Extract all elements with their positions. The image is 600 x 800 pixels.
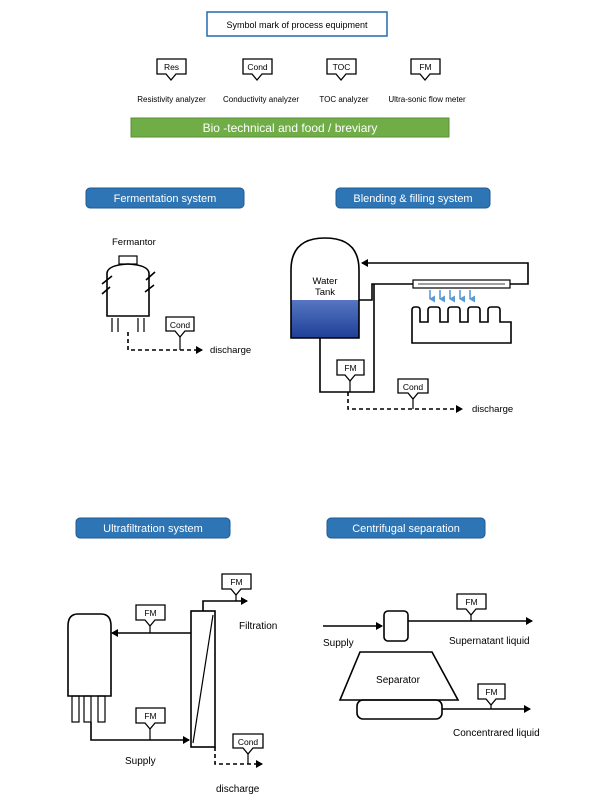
spray-arrows: [429, 290, 475, 303]
filtration-line: [202, 597, 248, 611]
legend-res-label: Resistivity analyzer: [137, 95, 206, 104]
uf-supply-label: Supply: [125, 756, 156, 767]
legend-cond-label: Conductivity analyzer: [223, 95, 299, 104]
section-header-centrifugal: Centrifugal separation: [326, 517, 486, 539]
centrifugal-fm-meter-top: FM: [456, 593, 487, 621]
water-tank-label-1: Water: [313, 276, 338, 287]
svg-text:FM: FM: [485, 687, 497, 697]
ultrafiltration-diagram: FM Filtration FM FM Supply Cond discharg…: [67, 573, 277, 795]
uf-membrane-module: [190, 610, 216, 748]
svg-text:FM: FM: [144, 711, 156, 721]
header-box: Symbol mark of process equipment: [206, 11, 388, 37]
bottom-loop: [319, 284, 375, 393]
svg-text:Cond: Cond: [170, 320, 191, 330]
uf-tank: [67, 613, 112, 723]
blending-diagram: Water Tank FM Cond: [290, 237, 529, 415]
svg-text:Res: Res: [164, 62, 179, 72]
fermentation-diagram: Fermantor Cond discharge: [101, 237, 251, 356]
svg-text:FM: FM: [144, 608, 156, 618]
section-header-ultrafiltration: Ultrafiltration system: [75, 517, 231, 539]
section-header-fermentation: Fermentation system: [85, 187, 245, 209]
svg-text:FM: FM: [419, 62, 431, 72]
uf-fm-meter-bottom: FM: [135, 707, 166, 740]
svg-text:Ultrafiltration system: Ultrafiltration system: [103, 523, 203, 535]
separator-label: Separator: [376, 675, 421, 686]
supernatant-label: Supernatant liquid: [449, 636, 530, 647]
centrifugal-diagram: Supply Separator FM Supernatant liquid F…: [323, 593, 540, 739]
legend-cond-symbol: Cond Conductivity analyzer: [223, 58, 299, 104]
fermentor-label: Fermantor: [112, 237, 156, 248]
separator: Separator: [338, 610, 460, 720]
legend: Res Resistivity analyzer Cond Conductivi…: [137, 58, 466, 104]
blending-discharge-line: [347, 392, 463, 413]
legend-fm-symbol: FM Ultra-sonic flow meter: [388, 58, 466, 104]
svg-text:Cond: Cond: [247, 62, 268, 72]
category-banner: Bio -technical and food / breviary: [130, 117, 450, 138]
category-banner-label: Bio -technical and food / breviary: [203, 121, 378, 135]
uf-discharge-line: [214, 747, 263, 768]
uf-cond-meter: Cond: [232, 733, 264, 764]
filling-station: [411, 306, 512, 344]
svg-text:Cond: Cond: [403, 382, 424, 392]
fermentation-cond-meter: Cond: [165, 316, 195, 339]
blending-discharge-label: discharge: [472, 404, 513, 415]
header-title: Symbol mark of process equipment: [226, 20, 368, 30]
legend-res-symbol: Res Resistivity analyzer: [137, 58, 206, 104]
legend-toc-symbol: TOC TOC analyzer: [319, 58, 369, 104]
centrifugal-supply-label: Supply: [323, 638, 354, 649]
svg-text:FM: FM: [465, 597, 477, 607]
blending-fm-meter: FM: [336, 359, 365, 392]
svg-text:Cond: Cond: [238, 737, 259, 747]
legend-toc-label: TOC analyzer: [319, 95, 369, 104]
section-header-blending: Blending & filling system: [335, 187, 491, 209]
fermentor-discharge-line: [127, 332, 203, 354]
fermentor-vessel: [101, 255, 156, 332]
blending-cond-meter: Cond: [397, 378, 429, 409]
concentrated-label: Concentrared liquid: [453, 728, 540, 739]
fermentation-discharge-label: discharge: [210, 345, 251, 356]
svg-text:Fermentation system: Fermentation system: [114, 193, 217, 205]
svg-text:FM: FM: [344, 363, 356, 373]
svg-text:FM: FM: [230, 577, 242, 587]
legend-fm-label: Ultra-sonic flow meter: [388, 95, 466, 104]
water-tank-label-2: Tank: [315, 287, 335, 298]
svg-text:Centrifugal separation: Centrifugal separation: [352, 523, 460, 535]
uf-fm-meter-mid: FM: [135, 604, 166, 633]
return-line: [361, 259, 529, 285]
svg-text:TOC: TOC: [333, 62, 351, 72]
svg-text:Blending & filling system: Blending & filling system: [353, 193, 472, 205]
water-tank: Water Tank: [290, 237, 360, 339]
centrifugal-fm-meter-bottom: FM: [477, 683, 506, 709]
uf-discharge-label: discharge: [216, 784, 260, 795]
uf-supply-line: [90, 722, 190, 744]
uf-fm-meter-top: FM: [221, 573, 252, 601]
feed-line: [359, 283, 413, 301]
filtration-label: Filtration: [239, 621, 277, 632]
spray-nozzle-bar: [412, 279, 511, 289]
